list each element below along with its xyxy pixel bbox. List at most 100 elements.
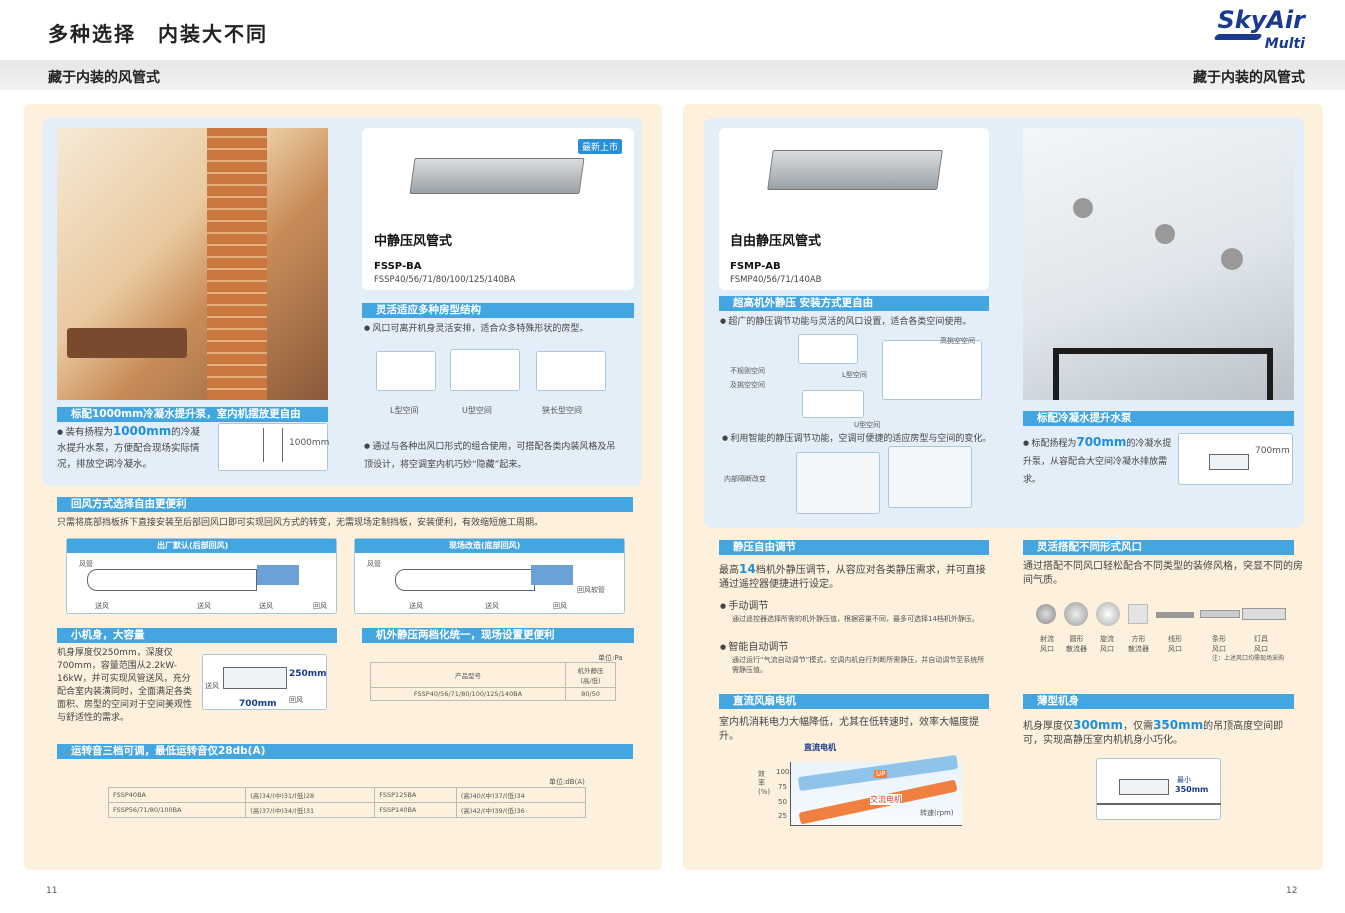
strip-outlet-icon xyxy=(1200,610,1240,618)
diagram2-return: 回风 xyxy=(553,602,567,610)
table-shape xyxy=(67,328,187,358)
x-axis-label: 转速(rpm) xyxy=(920,809,954,817)
noise-table: FSSP40BA(高)34/(中)31/(低)28 FSSP125BA(高)40… xyxy=(107,787,587,818)
small-body-title: 小机身，大容量 xyxy=(57,628,337,643)
room-long-diagram xyxy=(536,351,606,391)
high-static-title: 超高机外静压 安装方式更自由 xyxy=(719,296,989,311)
right-pump-highlight: 700mm xyxy=(1076,435,1127,449)
outlet-label: 射流 风口 xyxy=(1040,635,1054,653)
left-pump-diagram: 1000mm xyxy=(218,423,330,471)
slim-title: 薄型机身 xyxy=(1023,694,1294,709)
outlet-label: 方形 散流器 xyxy=(1128,635,1149,653)
noise-cell: (高)37/(中)34/(低)31 xyxy=(245,802,376,818)
diagram1-duct-label: 风管 xyxy=(79,560,93,568)
high-static-desc: 超广的静压调节功能与灵活的风口设置，适合各类空间使用。 xyxy=(720,313,995,330)
ac-motor-label: 交流电机 xyxy=(870,794,902,805)
right-pump-post: 的冷凝水提升泵，从容配合大空间冷凝水排放需求。 xyxy=(1023,439,1172,485)
office-photo xyxy=(1023,128,1294,400)
layout-change-label: 内部隔断改变 xyxy=(724,475,766,483)
diagram1-supply2: 送风 xyxy=(197,602,211,610)
static-adjust-title: 静压自由调节 xyxy=(719,540,989,555)
return-diagram-bottom: 现场改造(底部回风) 风管 回风软管 送风 送风 回风 xyxy=(354,538,625,614)
lamp xyxy=(1221,248,1243,270)
subtitle-left: 藏于内装的风管式 xyxy=(48,70,160,86)
space-l-diagram xyxy=(798,334,858,364)
left-photo-caption: 标配1000mm冷凝水提升泵，室内机摆放更自由 xyxy=(57,407,328,422)
noise-cell: (高)34/(中)31/(低)28 xyxy=(245,787,376,803)
diagram1-duct xyxy=(87,569,257,591)
up-arrow-label: UP xyxy=(874,770,888,778)
slim-post: 的吊顶高度空间即可，实现高静压室内机机身小巧化。 xyxy=(1023,721,1284,746)
outlet-label: 圆形 散流器 xyxy=(1066,635,1087,653)
diagram2-supply1: 送风 xyxy=(409,602,423,610)
left-pump-dim: 1000mm xyxy=(289,438,330,448)
room-label-long: 狭长型空间 xyxy=(542,406,582,415)
noise-cell: FSSP40BA xyxy=(107,787,247,803)
dc-motor-label: 直流电机 xyxy=(804,743,836,752)
right-product-name: 自由静压风管式 xyxy=(730,234,822,249)
slim-unit xyxy=(1119,779,1169,795)
lamp xyxy=(1155,224,1175,244)
slim-dim-prefix: 最小 xyxy=(1177,776,1191,784)
left-product-name: 中静压风管式 xyxy=(374,234,453,249)
right-photo-caption: 标配冷凝水提升水泵 xyxy=(1023,411,1294,426)
outlet-label: 灯具 风口 xyxy=(1254,635,1268,653)
left-product-code: FSSP-BA xyxy=(374,261,422,272)
label-loft: 及挑空空间 xyxy=(730,381,765,389)
ceiling-line xyxy=(1097,803,1221,805)
right-pump-diagram: 700mm xyxy=(1178,433,1293,485)
diagram1-unit xyxy=(257,565,299,585)
diagram2-supply2: 送风 xyxy=(485,602,499,610)
outlets-title: 灵活搭配不同形式风口 xyxy=(1023,540,1294,555)
y-tick: 25 xyxy=(778,812,787,820)
flex-desc2: 通过与各种出风口形式的组合使用，可搭配各类内装风格及吊顶设计，将空调室内机巧妙“… xyxy=(364,437,619,474)
left-page-number: 11 xyxy=(46,886,58,896)
slim-mid: ，仅需 xyxy=(1123,721,1154,732)
y-tick: 100 xyxy=(776,768,790,776)
static-header-pressure: 机外静压 (高/低) xyxy=(565,662,616,688)
right-pump-desc: 标配扬程为700mm的冷凝水提升泵，从容配合大空间冷凝水排放需求。 xyxy=(1023,433,1173,489)
static-row-value: 80/50 xyxy=(565,687,616,701)
small-body-diagram: 250mm 700mm 送风 回风 xyxy=(202,654,327,710)
right-product-code: FSMP-AB xyxy=(730,261,781,272)
office-layout-1 xyxy=(796,452,880,514)
return-diagram-default: 出厂默认(后部回风) 风管 送风 送风 送风 回风 xyxy=(66,538,337,614)
static-adjust-desc: 最高14档机外静压调节，从容应对各类静压需求，并可直接通过遥控器便捷进行设定。 xyxy=(719,562,991,592)
swirl-outlet-icon xyxy=(1096,602,1120,626)
right-page-number: 12 xyxy=(1286,886,1298,896)
y-axis-label: 效率(%) xyxy=(758,770,771,796)
left-pump-desc: 装有扬程为1000mm的冷凝水提升水泵，方便配合现场实际情况，排放空调冷凝水。 xyxy=(57,423,207,473)
y-tick: 75 xyxy=(778,783,787,791)
room-label-l: L型空间 xyxy=(390,406,419,415)
window-frame xyxy=(1053,348,1273,400)
fsmp-unit-image xyxy=(767,150,943,190)
diagram1-return: 回风 xyxy=(313,602,327,610)
label-u-space: U型空间 xyxy=(854,421,881,429)
static-unit: 单位:Pa xyxy=(598,654,623,662)
noise-cell: FSSP56/71/80/100BA xyxy=(107,802,247,818)
slim-pre: 机身厚度仅 xyxy=(1023,721,1073,732)
return-diagram-bottom-title: 现场改造(底部回风) xyxy=(355,539,624,553)
left-pump-highlight: 1000mm xyxy=(112,424,172,438)
label-irregular: 不规则空间 xyxy=(730,367,765,375)
noise-cell: FSSP125BA xyxy=(374,787,457,803)
skyair-logo: SkyAir Multi xyxy=(1213,6,1305,56)
jet-outlet-icon xyxy=(1036,604,1056,624)
flex-desc: 风口可离开机身灵活安排，适合众多特殊形状的房型。 xyxy=(364,320,634,337)
label-high: 高挑空空间 xyxy=(940,337,975,345)
left-product-card xyxy=(362,128,634,290)
dim-250: 250mm xyxy=(289,669,327,679)
logo-swoosh xyxy=(1213,34,1263,40)
noise-title: 运转音三档可调，最低运转音仅28db(A) xyxy=(57,744,633,759)
small-body-unit xyxy=(223,667,287,689)
space-high-diagram xyxy=(882,340,982,400)
static-adjust-post: 档机外静压调节，从容应对各类静压需求，并可直接通过遥控器便捷进行设定。 xyxy=(719,565,986,590)
noise-row: FSSP40BA(高)34/(中)31/(低)28 FSSP125BA(高)40… xyxy=(107,787,587,803)
noise-row: FSSP56/71/80/100BA(高)37/(中)34/(低)31 FSSP… xyxy=(107,802,587,818)
noise-cell: FSSP140BA xyxy=(374,802,457,818)
return-diagram-default-title: 出厂默认(后部回风) xyxy=(67,539,336,553)
room-l-diagram xyxy=(376,351,436,391)
room-label-u: U型空间 xyxy=(462,406,492,415)
flex-title: 灵活适应多种房型结构 xyxy=(362,303,634,318)
auto-adjust-title: 智能自动调节 xyxy=(720,639,788,656)
